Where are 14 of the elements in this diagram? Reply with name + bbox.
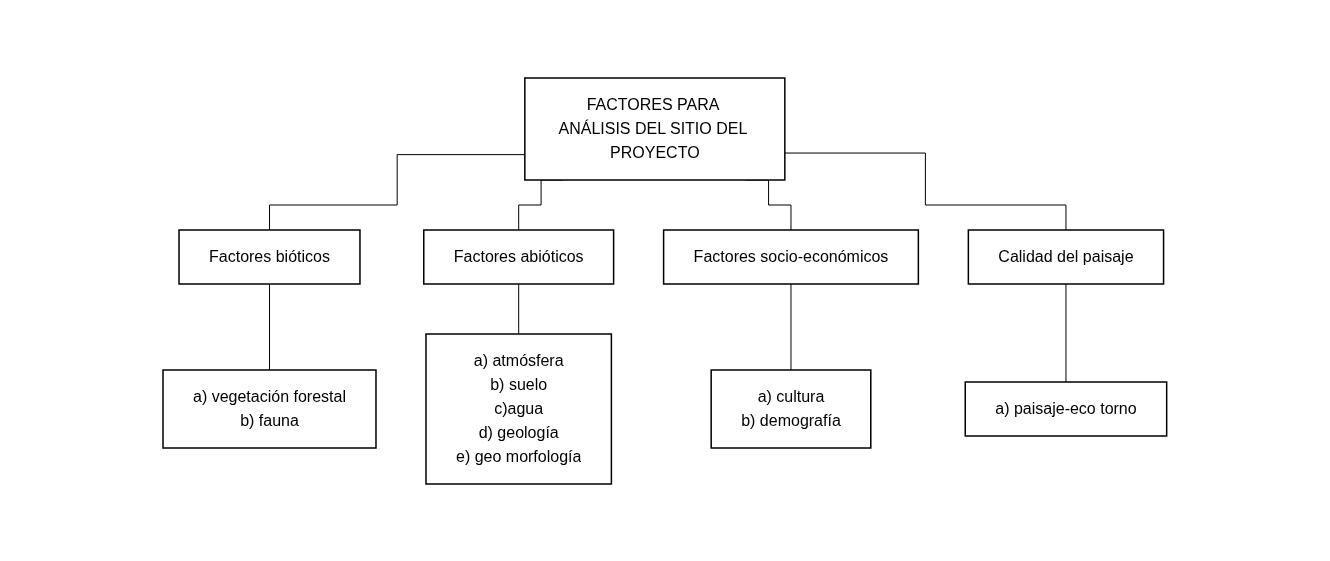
node-box: Factores abióticos (423, 228, 615, 285)
connector (518, 283, 520, 334)
node-box: a) paisaje-eco torno (964, 380, 1168, 437)
node-box: Factores bióticos (178, 228, 361, 285)
node-box: a) atmósfera b) suelo c)agua d) geología e) geo morfología (425, 332, 613, 485)
node-box: a) cultura b) demografía (710, 368, 872, 449)
node-box: Calidad del paisaje (967, 228, 1165, 285)
node-box: a) vegetación forestal b) fauna (162, 368, 377, 449)
node-box: Factores socio-económicos (663, 228, 920, 285)
connector (790, 283, 792, 370)
node-box: FACTORES PARA ANÁLISIS DEL SITIO DEL PROYECTO (524, 76, 786, 181)
connector (1065, 283, 1067, 382)
connector (269, 283, 271, 370)
connector (784, 152, 1067, 230)
